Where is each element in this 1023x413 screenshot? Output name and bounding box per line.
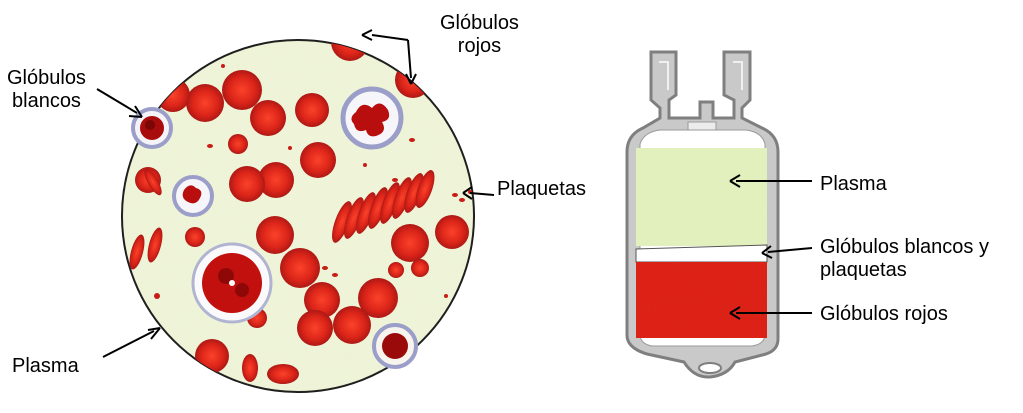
label-plaquetas: Plaquetas <box>497 178 586 201</box>
label-plasma-right: Plasma <box>820 173 887 196</box>
label-globulos-rojos-bag: Glóbulos rojos <box>820 303 948 326</box>
red-blood-cells <box>110 23 490 400</box>
white-cell-2 <box>343 89 401 147</box>
label-globulos-rojos: Glóbulos rojos <box>440 12 519 58</box>
label-blancos-y-plaquetas: Glóbulos blancos y plaquetas <box>820 236 989 282</box>
microscope-view <box>97 23 494 400</box>
white-cell-5 <box>374 325 416 367</box>
white-cell-3 <box>174 177 212 215</box>
label-plasma-left: Plasma <box>12 355 79 378</box>
white-cell-1 <box>133 109 171 147</box>
label-globulos-blancos: Glóbulos blancos <box>7 67 86 113</box>
blood-bag <box>627 52 812 377</box>
white-cell-4 <box>193 244 271 322</box>
